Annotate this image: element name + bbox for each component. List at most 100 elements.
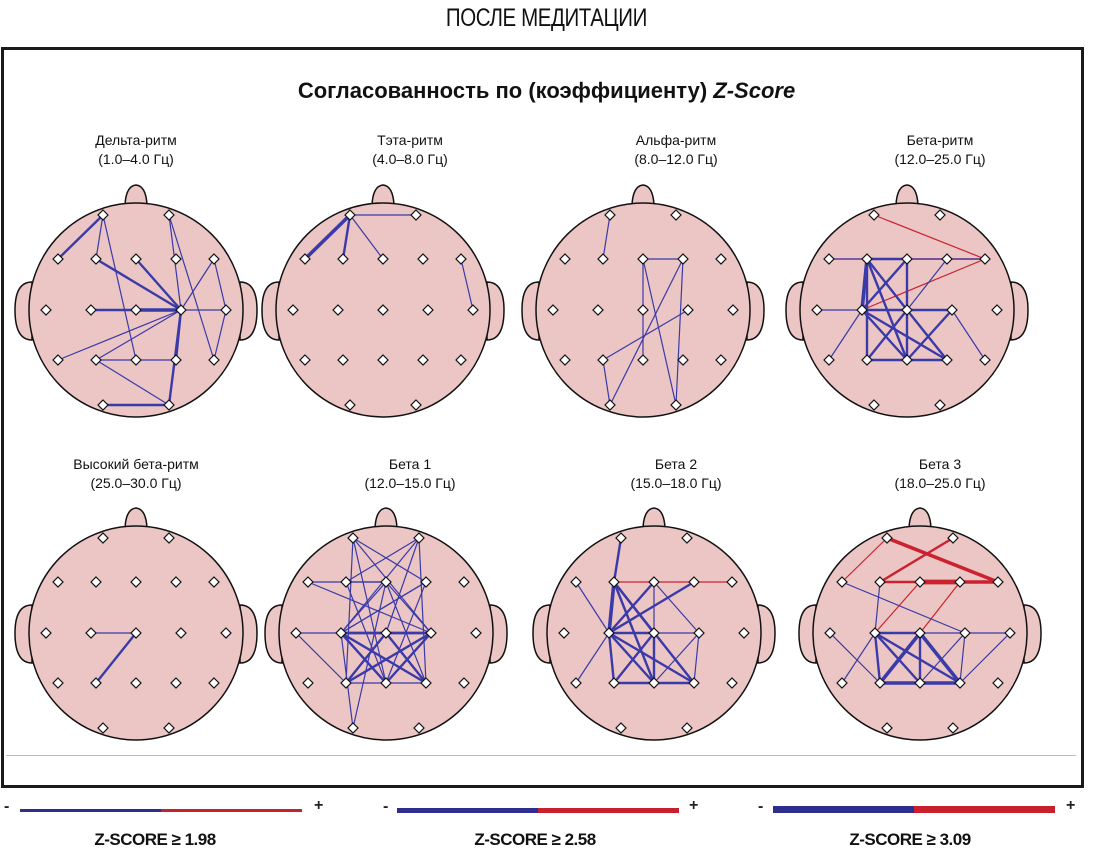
head-map [532, 507, 776, 741]
coherence-link [919, 581, 961, 634]
electrode-marker [163, 532, 175, 544]
head-nose [631, 184, 655, 206]
head-ear-right [239, 604, 258, 664]
electrode-marker [597, 354, 609, 366]
coherence-link [841, 581, 966, 634]
electrode-marker [615, 722, 627, 734]
coherence-link [352, 581, 387, 729]
electrode-marker [992, 677, 1004, 689]
head-nose [642, 507, 666, 529]
coherence-link [303, 213, 352, 261]
coherence-link [168, 214, 215, 361]
electrode-marker [715, 354, 727, 366]
diagram-frame [1, 47, 1084, 788]
electrode-marker [823, 253, 835, 265]
electrode-marker [163, 399, 175, 411]
electrode-marker [302, 576, 314, 588]
coherence-link [180, 258, 215, 311]
coherence-link [951, 309, 986, 361]
coherence-link [95, 309, 182, 361]
coherence-link [906, 258, 948, 311]
electrode-marker [377, 304, 389, 316]
electrode-marker [299, 253, 311, 265]
electrode-marker [377, 253, 389, 265]
electrode-marker [559, 253, 571, 265]
electrode-marker [670, 209, 682, 221]
electrode-marker [648, 677, 660, 689]
electrode-marker [823, 354, 835, 366]
coherence-link [609, 258, 684, 406]
electrode-marker [715, 253, 727, 265]
coherence-link [642, 258, 677, 406]
electrode-marker [901, 253, 913, 265]
head-ear-left [14, 281, 33, 341]
head-ear-right [1010, 281, 1029, 341]
head-nose [124, 507, 148, 529]
electrode-marker [417, 354, 429, 366]
coherence-link [874, 581, 921, 634]
electrode-marker [299, 354, 311, 366]
page-title: ПОСЛЕ МЕДИТАЦИИ [445, 4, 647, 32]
electrode-marker [85, 627, 97, 639]
map-range: (15.0–18.0 Гц) [630, 475, 722, 491]
electrode-marker [874, 576, 886, 588]
electrode-marker [332, 304, 344, 316]
electrode-marker [861, 253, 873, 265]
electrode-marker [914, 627, 926, 639]
legend-bar-blue [397, 808, 538, 813]
electrode-marker [592, 304, 604, 316]
electrode-marker [992, 576, 1004, 588]
coherence-link [905, 308, 949, 362]
head-ear-left [785, 281, 804, 341]
coherence-link [878, 631, 922, 685]
coherence-link [918, 631, 962, 685]
coherence-link [873, 631, 882, 685]
electrode-marker [420, 576, 432, 588]
coherence-link [345, 537, 420, 583]
electrode-marker [52, 354, 64, 366]
map-range: (12.0–15.0 Гц) [364, 475, 456, 491]
electrode-marker [901, 304, 913, 316]
electrode-marker [410, 209, 422, 221]
electrode-marker [458, 576, 470, 588]
electrode-marker [175, 627, 187, 639]
map-label-beta1: Бета 1(12.0–15.0 Гц) [300, 455, 520, 493]
coherence-link [865, 257, 909, 312]
head-ear-right [757, 604, 776, 664]
coherence-link [213, 258, 227, 311]
electrode-marker [130, 354, 142, 366]
electrode-marker [874, 677, 886, 689]
head-ear-right [489, 604, 508, 664]
coherence-link [607, 631, 656, 685]
electrode-marker [648, 627, 660, 639]
head-nose [374, 507, 398, 529]
electrode-marker [337, 253, 349, 265]
head-nose [895, 184, 919, 206]
electrode-marker [220, 304, 232, 316]
diagram-title: Согласованность по (коэффициенту) Z-Scor… [0, 78, 1093, 104]
head-ear-left [261, 281, 280, 341]
electrode-marker [811, 304, 823, 316]
coherence-link [352, 537, 427, 583]
electrode-marker [220, 627, 232, 639]
electrode-marker [681, 722, 693, 734]
electrode-marker [377, 354, 389, 366]
electrode-marker [836, 576, 848, 588]
head-map [261, 184, 505, 418]
electrode-marker [991, 304, 1003, 316]
electrode-marker [677, 354, 689, 366]
legend-bar-red [914, 806, 1055, 813]
electrode-marker [941, 253, 953, 265]
coherence-link [861, 258, 986, 311]
coherence-link [384, 631, 433, 685]
electrode-marker [637, 304, 649, 316]
electrode-marker [170, 576, 182, 588]
legend-plus-2: + [689, 797, 699, 814]
electrode-marker [824, 627, 836, 639]
map-label-theta: Тэта-ритм(4.0–8.0 Гц) [300, 131, 520, 169]
electrode-marker [726, 576, 738, 588]
electrode-marker [901, 354, 913, 366]
coherence-link [865, 308, 909, 362]
map-label-beta3: Бета 3(18.0–25.0 Гц) [830, 455, 1050, 493]
coherence-link [841, 632, 876, 684]
